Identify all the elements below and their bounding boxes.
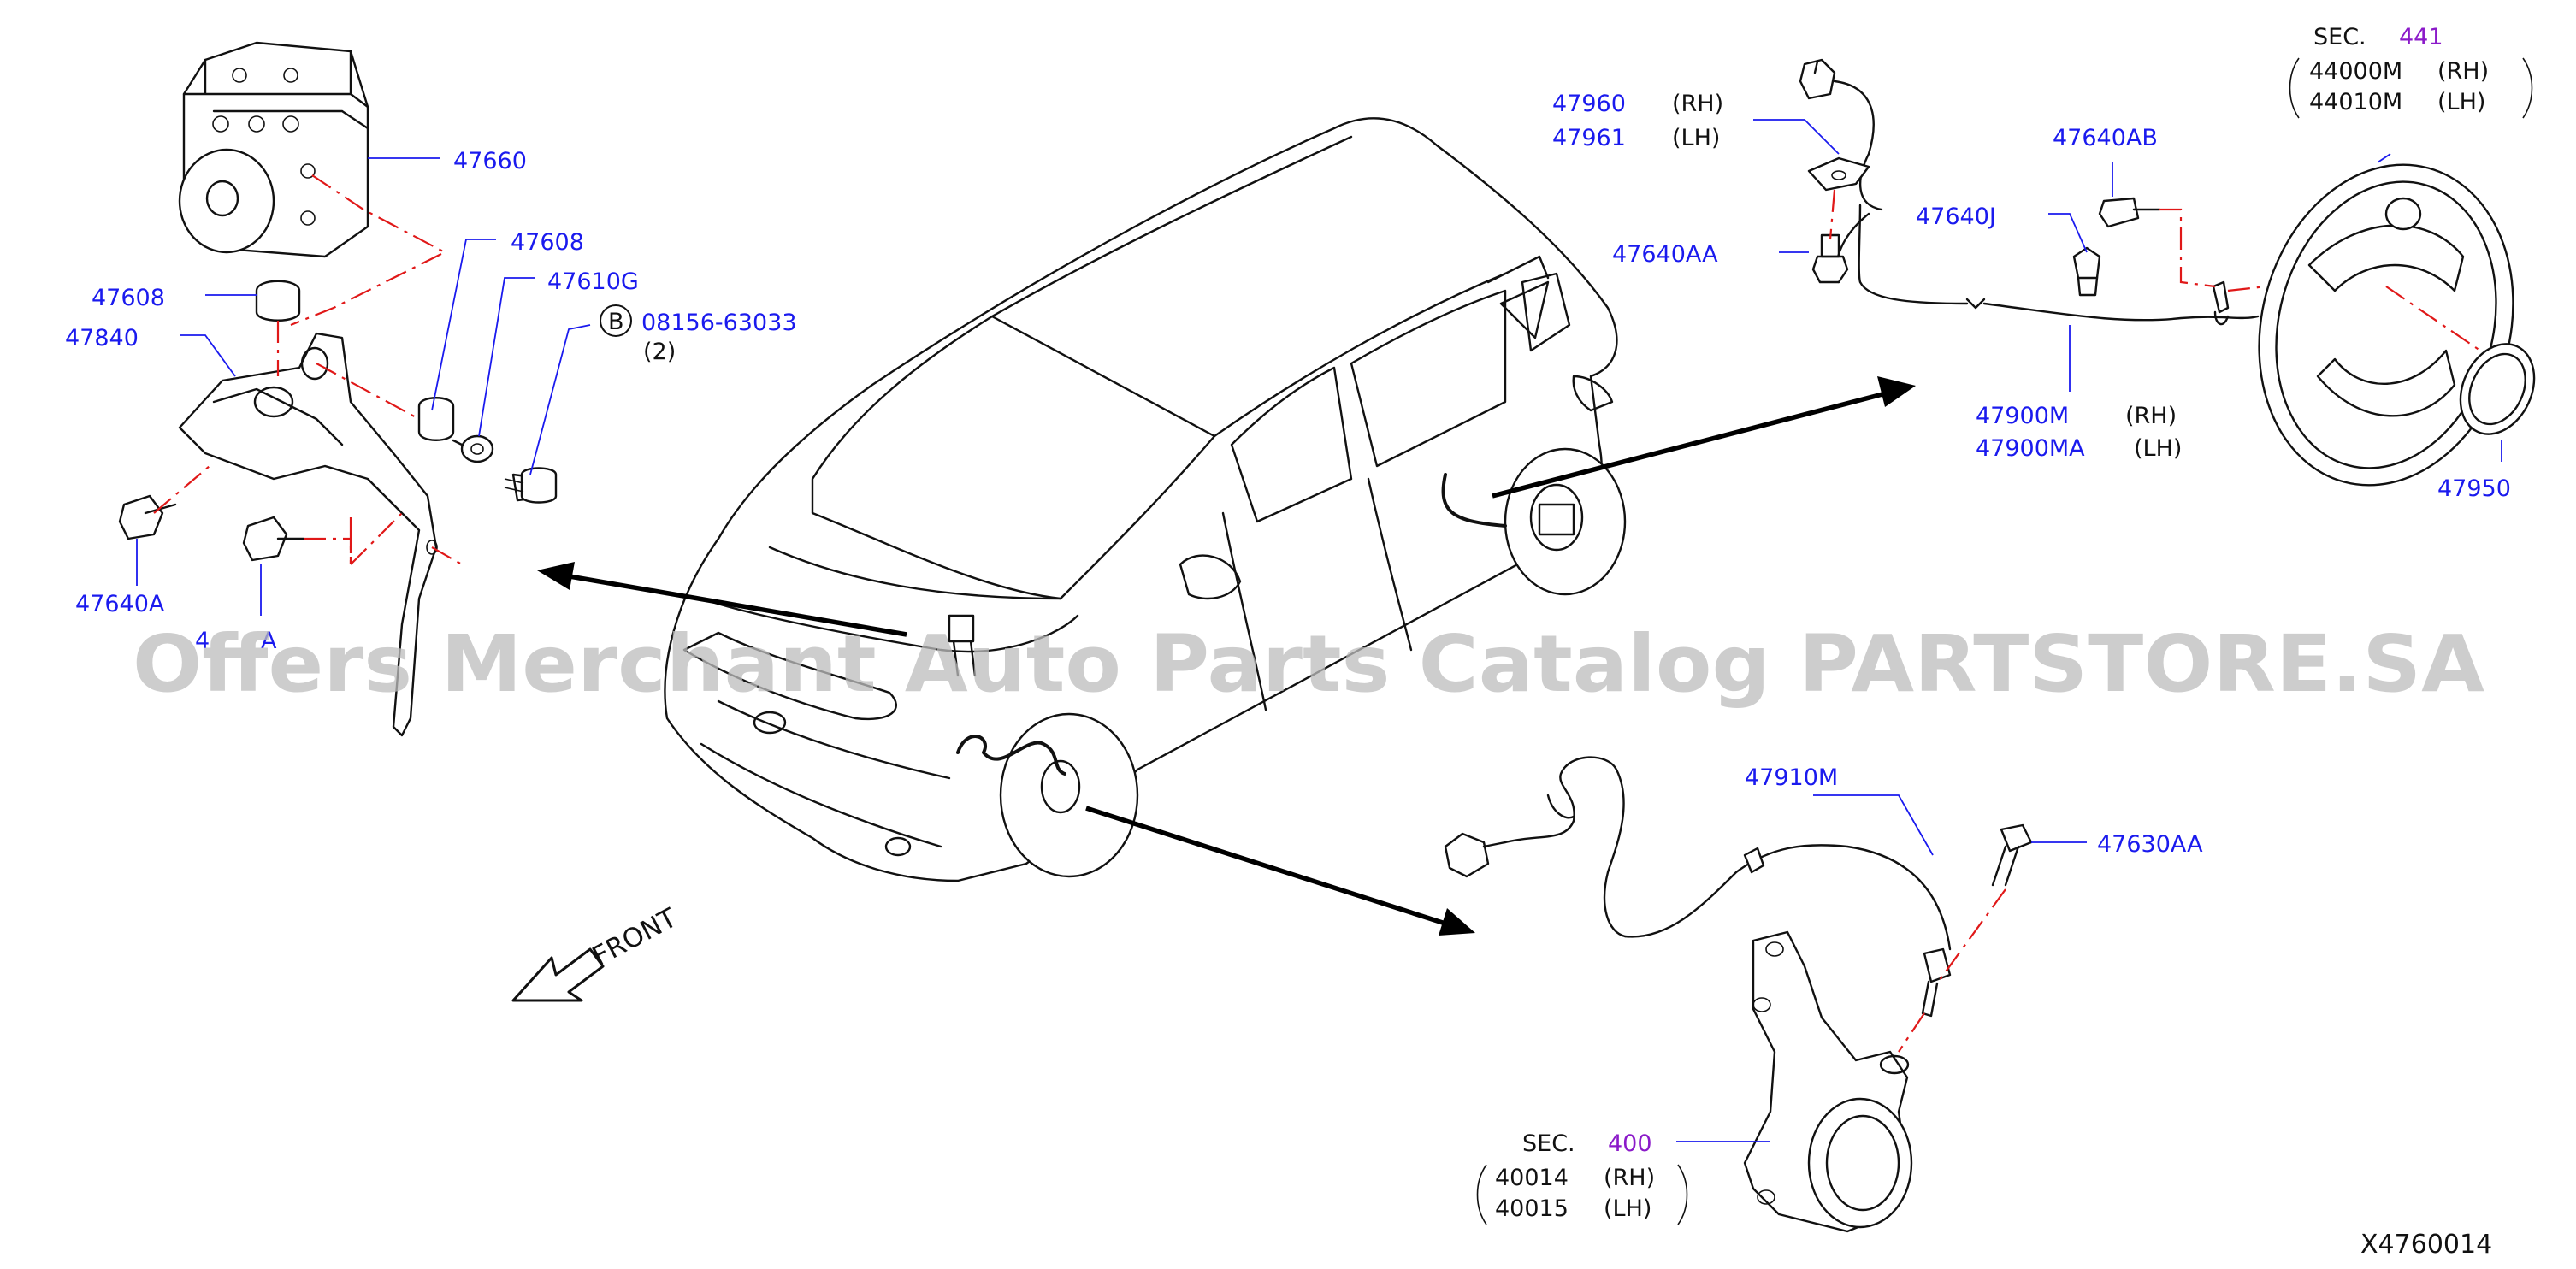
rear-phantom-lines — [1829, 189, 2481, 351]
label-44000m-side: (RH) — [2437, 58, 2489, 85]
label-47961-side: (LH) — [1672, 125, 1720, 151]
label-sec441-prefix: SEC. — [2313, 24, 2366, 50]
label-sec400-prefix: SEC. — [1522, 1130, 1575, 1157]
label-47608-right: 47608 — [511, 229, 584, 256]
label-47630aa: 47630AA — [2097, 831, 2203, 858]
label-40015-side: (LH) — [1604, 1195, 1651, 1222]
label-40014-side: (RH) — [1604, 1165, 1655, 1191]
abs-actuator-group — [118, 41, 558, 737]
label-obscured-prefix: 4 — [195, 628, 210, 654]
sec400-left-brace — [1476, 1164, 1487, 1225]
label-47660: 47660 — [453, 148, 527, 174]
sec441-left-brace — [2289, 57, 2300, 119]
callout-arrows — [537, 376, 1916, 936]
front-phantom-lines — [1898, 888, 2006, 1053]
sec400-right-brace — [1677, 1164, 1688, 1225]
label-40014: 40014 — [1495, 1165, 1569, 1191]
leader-lines — [136, 119, 2502, 1142]
label-44000m: 44000M — [2309, 58, 2402, 85]
label-front: FRONT — [588, 902, 682, 972]
label-47608-left: 47608 — [92, 285, 165, 311]
label-40015: 40015 — [1495, 1195, 1569, 1222]
label-47840: 47840 — [65, 325, 139, 351]
label-47950: 47950 — [2437, 475, 2511, 502]
label-bolt-qty: (2) — [643, 339, 676, 365]
label-47900ma-side: (LH) — [2134, 435, 2182, 462]
label-47610g: 47610G — [547, 269, 639, 295]
label-bolt-circle: B — [608, 309, 624, 335]
label-47640j: 47640J — [1916, 204, 1996, 230]
label-47640ab: 47640AB — [2053, 125, 2158, 151]
sec441-right-brace — [2522, 57, 2533, 119]
label-47961: 47961 — [1552, 125, 1626, 151]
label-47960-side: (RH) — [1672, 91, 1723, 117]
label-44010m: 44010M — [2309, 89, 2402, 115]
label-47640a: 47640A — [75, 591, 165, 617]
bolt-circle — [600, 304, 632, 337]
label-47900m: 47900M — [1976, 403, 2069, 429]
abs-phantom-lines — [153, 174, 463, 565]
label-sec441-number: 441 — [2399, 24, 2443, 50]
front-sensor-group — [1444, 756, 2033, 1233]
label-08156-63033: 08156-63033 — [641, 310, 797, 336]
diagram-code: X4760014 — [2360, 1230, 2492, 1260]
watermark: Offers Merchant Auto Parts Catalog PARTS… — [133, 618, 2484, 710]
label-sec400-number: 400 — [1608, 1130, 1652, 1157]
label-obscured-suffix: A — [261, 628, 277, 654]
rear-sensor-group — [1799, 58, 2536, 487]
label-47900m-side: (RH) — [2125, 403, 2177, 429]
label-47640aa: 47640AA — [1612, 241, 1718, 268]
label-47910m: 47910M — [1745, 764, 1838, 791]
labels: 47660 47608 47610G B 08156-63033 (2) 476… — [65, 24, 2533, 1260]
label-44010m-side: (LH) — [2437, 89, 2485, 115]
car-body — [664, 117, 1627, 882]
front-direction-arrow — [511, 947, 605, 1002]
label-47900ma: 47900MA — [1976, 435, 2085, 462]
label-47960: 47960 — [1552, 91, 1626, 117]
